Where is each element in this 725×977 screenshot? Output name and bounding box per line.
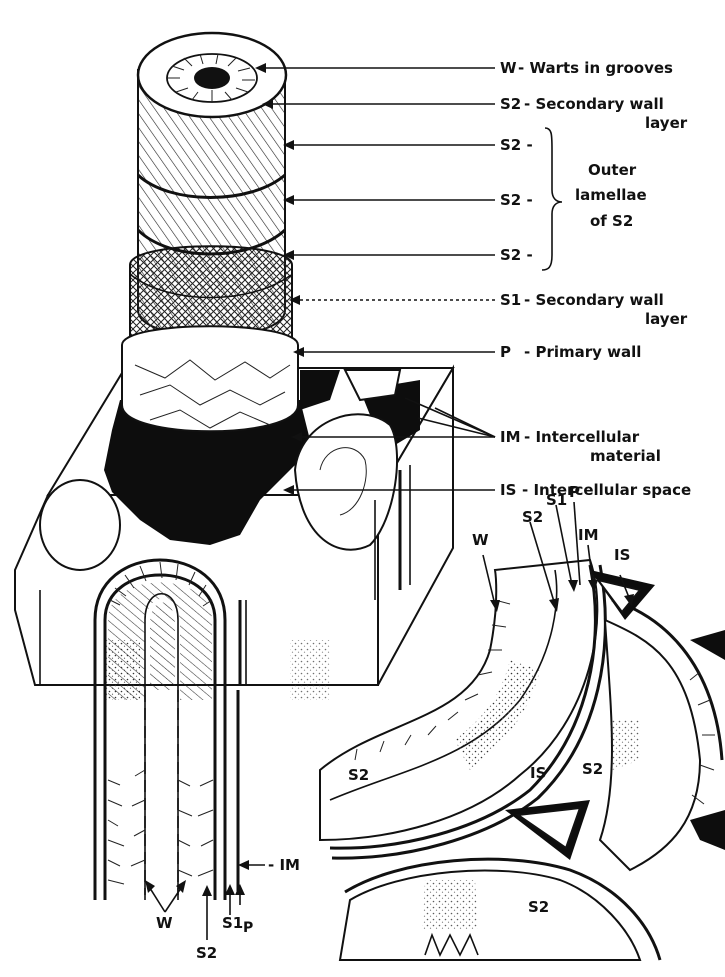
xs-label-is-lower: IS xyxy=(530,764,546,782)
xs-label-w: W xyxy=(472,531,489,549)
xs-label-s2-bottom: S2 xyxy=(528,898,549,916)
label-w: W xyxy=(500,59,517,77)
label-w-lower: W xyxy=(156,914,173,932)
label-lamellae: lamellae xyxy=(575,186,647,204)
xs-label-s2: S2 xyxy=(522,508,543,526)
xs-label-s2-left: S2 xyxy=(348,766,369,784)
fiber-lower-section xyxy=(95,690,238,895)
label-of-s2: of S2 xyxy=(590,212,633,230)
label-s2: S2 xyxy=(500,95,521,113)
xs-label-s1: S1 xyxy=(546,491,567,509)
xs-label-is: IS xyxy=(614,546,630,564)
label-p-desc: - Primary wall xyxy=(524,343,641,361)
label-im-lower: - IM xyxy=(268,856,300,874)
xs-label-p: P xyxy=(569,483,580,501)
label-s2-lamella-3: S2 - xyxy=(500,246,533,264)
label-s1-lower: S1 xyxy=(222,914,243,932)
label-s1: S1 xyxy=(500,291,521,309)
label-s2-lamella-1: S2 - xyxy=(500,136,533,154)
fiber-cylinder xyxy=(122,33,298,431)
label-s2-lower: S2 xyxy=(196,944,217,962)
label-is: IS xyxy=(500,481,516,499)
neighbor-cell-left xyxy=(40,480,120,570)
label-p-lower: P xyxy=(243,920,253,936)
label-outer: Outer xyxy=(588,161,637,179)
label-im-desc-2: material xyxy=(590,447,661,465)
label-s1-desc-2: layer xyxy=(645,310,688,328)
xs-label-s2-right: S2 xyxy=(582,760,603,778)
label-p: P xyxy=(500,343,511,361)
label-s2-lamella-2: S2 - xyxy=(500,191,533,209)
label-w-desc: - Warts in grooves xyxy=(518,59,673,77)
label-im: IM xyxy=(500,428,521,446)
label-s2-desc: - Secondary wall xyxy=(524,95,664,113)
label-s2-desc-2: layer xyxy=(645,114,688,132)
xs-label-im: IM xyxy=(578,526,599,544)
label-im-desc: - Intercellular xyxy=(524,428,640,446)
label-s1-desc: - Secondary wall xyxy=(524,291,664,309)
